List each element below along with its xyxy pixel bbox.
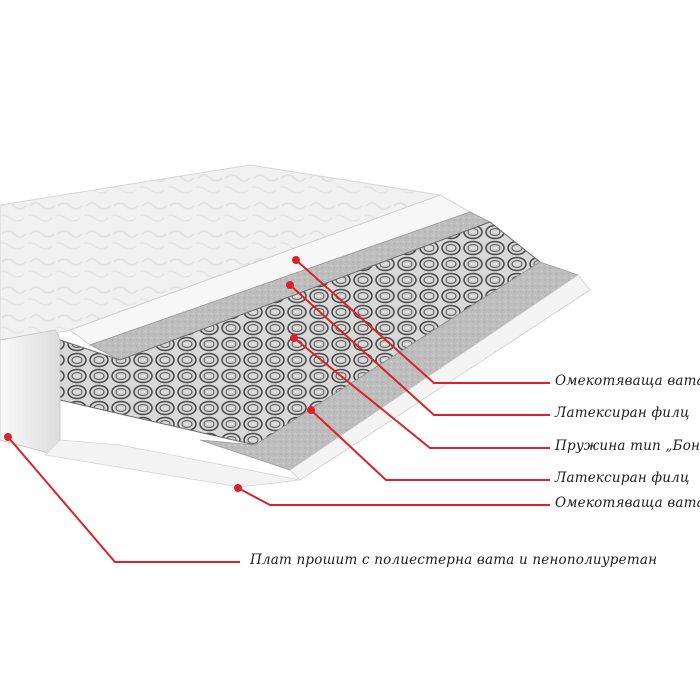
label-top-wadding: Омекотяваща вата (555, 373, 700, 389)
label-top-felt: Латексиран филц (555, 405, 690, 421)
label-cover-fabric: Плат прошит с полиестерна вата и пенопол… (250, 552, 658, 568)
callout-line-3 (293, 337, 550, 449)
callout-dot-2 (286, 281, 294, 289)
callout-dot-3 (290, 334, 298, 342)
callout-dot-5 (234, 484, 242, 492)
callout-line-1 (295, 259, 550, 384)
label-bottom-felt: Латексиран филц (555, 470, 690, 486)
bottom-felt-layer (199, 261, 579, 471)
callout-dot-1 (292, 256, 300, 264)
callout-line-4 (310, 409, 550, 481)
callout-dot-6 (4, 433, 12, 441)
label-spring: Пружина тип „Бонел“ (555, 438, 700, 454)
callout-line-6 (7, 436, 240, 563)
label-bottom-wadding: Омекотяваща вата (555, 495, 700, 511)
bottom-cover (44, 439, 301, 488)
callout-line-2 (289, 284, 550, 416)
callout-dot-4 (307, 406, 315, 414)
callout-line-5 (237, 487, 550, 506)
